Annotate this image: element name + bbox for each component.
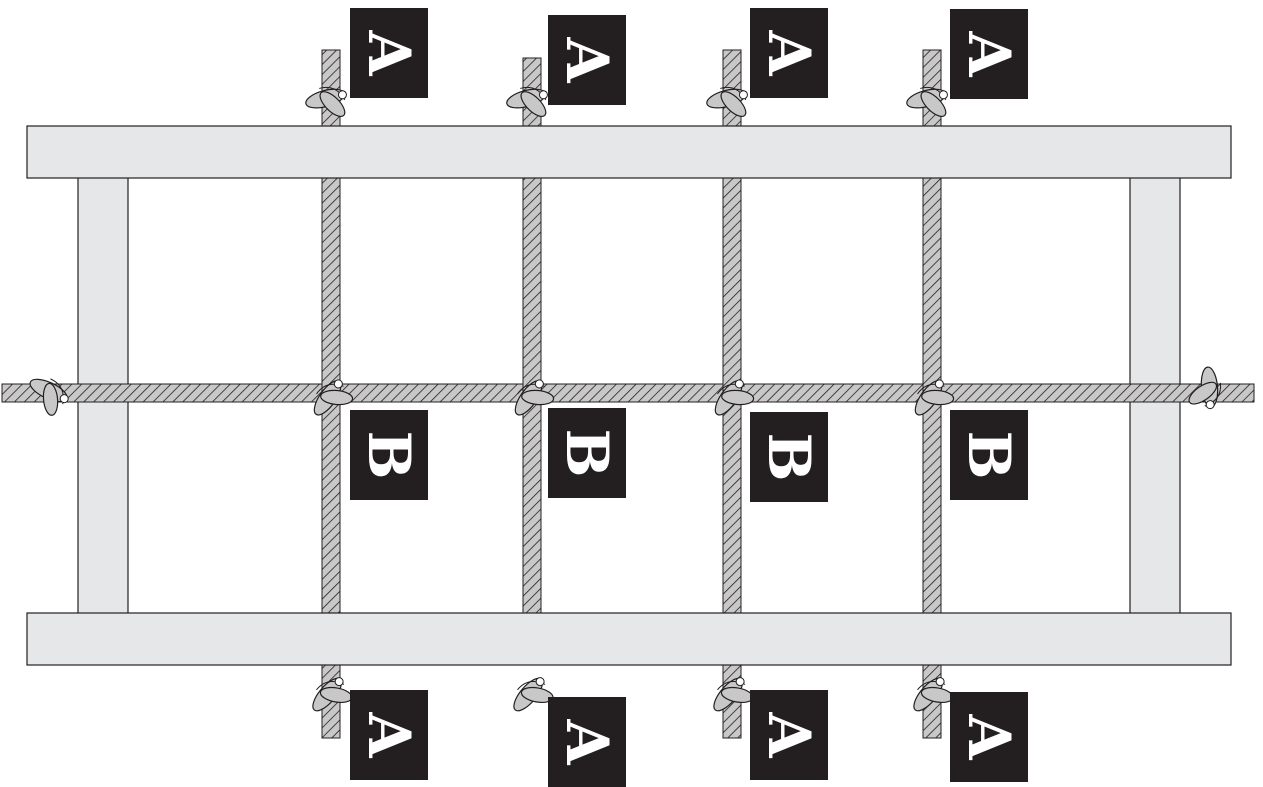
- label-a-bottom: A: [548, 697, 626, 787]
- label-b: B: [548, 408, 626, 498]
- label-a-top-text: A: [553, 36, 621, 83]
- label-a-top: A: [750, 8, 828, 98]
- label-a-top-text: A: [355, 29, 423, 76]
- label-b-text: B: [755, 432, 823, 481]
- label-a-top: A: [950, 9, 1028, 99]
- label-b: B: [350, 410, 428, 500]
- label-b: B: [950, 410, 1028, 500]
- label-a-bottom: A: [950, 692, 1028, 782]
- label-b-text: B: [355, 430, 423, 479]
- label-a-bottom-text: A: [553, 718, 621, 765]
- label-b-text: B: [955, 430, 1023, 479]
- label-a-top: A: [350, 8, 428, 98]
- label-a-bottom-text: A: [355, 711, 423, 758]
- label-a-bottom: A: [750, 690, 828, 780]
- top-rail: [27, 126, 1231, 178]
- label-a-bottom-text: A: [755, 711, 823, 758]
- label-a-top-text: A: [755, 29, 823, 76]
- label-b-text: B: [553, 428, 621, 477]
- bottom-rail: [27, 613, 1231, 665]
- label-b: B: [750, 412, 828, 502]
- label-a-bottom-text: A: [955, 713, 1023, 760]
- label-a-top: A: [548, 15, 626, 105]
- horizontal-rope: [2, 384, 1254, 402]
- label-a-bottom: A: [350, 690, 428, 780]
- label-a-top-text: A: [955, 30, 1023, 77]
